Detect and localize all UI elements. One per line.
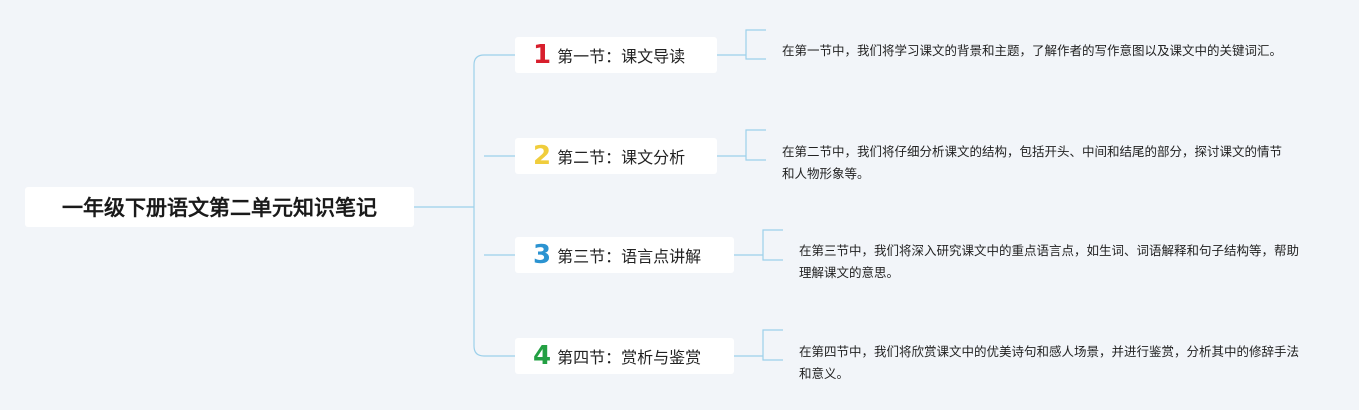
section-label-2: 第二节：课文分析 (557, 148, 686, 167)
section-label-1: 第一节：课文导读 (557, 47, 686, 66)
desc-bracket-1 (745, 29, 766, 60)
section-node-4[interactable]: 4 第四节：赏析与鉴赏 (515, 338, 734, 374)
desc-bracket-2 (745, 129, 766, 161)
section-description-1: 在第一节中，我们将学习课文的背景和主题，了解作者的写作意图以及课文中的关键词汇。 (782, 43, 1283, 58)
section-description-2: 在第二节中，我们将仔细分析课文的结构，包括开头、中间和结尾的部分，探讨课文的情节… (782, 144, 1283, 181)
section-description-4: 在第四节中，我们将欣赏课文中的优美诗句和感人场景，并进行鉴赏，分析其中的修辞手法… (799, 344, 1300, 381)
trunk-connector (473, 54, 485, 357)
section-description-3: 在第三节中，我们将深入研究课文中的重点语言点，如生词、词语解释和句子结构等，帮助… (799, 243, 1300, 280)
section-number-3: 3 (533, 240, 552, 270)
section-node-2[interactable]: 2 第二节：课文分析 (515, 138, 717, 174)
section-number-2: 2 (533, 141, 552, 171)
desc-bracket-3 (762, 229, 783, 261)
root-topic[interactable]: 一年级下册语文第二单元知识笔记 (25, 187, 414, 227)
root-title: 一年级下册语文第二单元知识笔记 (62, 196, 377, 220)
section-label-4: 第四节：赏析与鉴赏 (557, 348, 702, 367)
desc-bracket-4 (762, 329, 783, 361)
section-node-3[interactable]: 3 第三节：语言点讲解 (515, 237, 734, 273)
section-label-3: 第三节：语言点讲解 (557, 247, 702, 266)
section-node-1[interactable]: 1 第一节：课文导读 (515, 37, 717, 73)
section-number-4: 4 (533, 341, 552, 371)
section-number-1: 1 (533, 40, 552, 70)
